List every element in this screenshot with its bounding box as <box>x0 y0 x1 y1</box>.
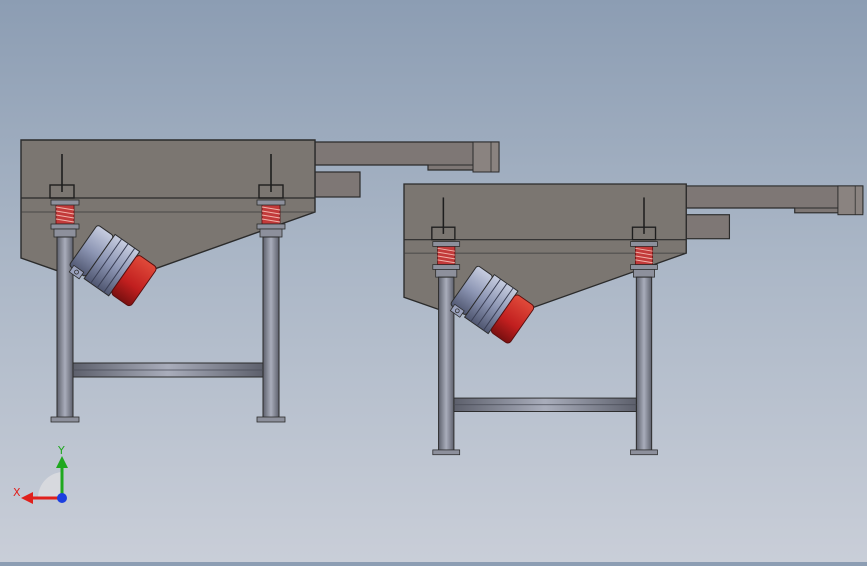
triad-y-label: Y <box>57 444 65 457</box>
triad-x-label: X <box>13 486 21 499</box>
feeder-right[interactable] <box>403 183 864 456</box>
coordinate-triad-icon: Y X <box>13 444 68 504</box>
